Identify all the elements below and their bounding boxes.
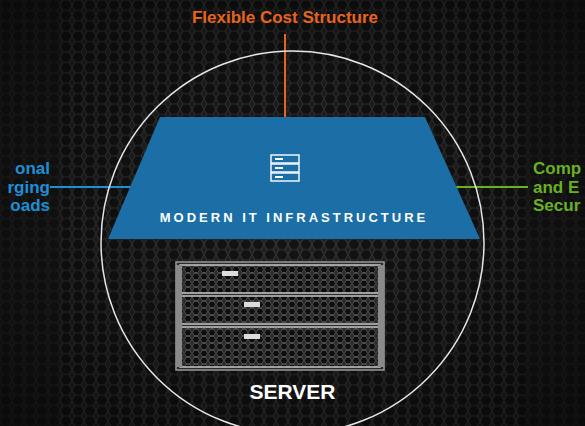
trapezoid-band: MODERN IT INFRASTRUCTURE (108, 117, 480, 239)
server-label: SERVER (100, 380, 485, 403)
server-illustration (176, 262, 384, 370)
workloads-label: onal rging oads (0, 160, 50, 216)
cost-label: Flexible Cost Structure (150, 9, 420, 28)
circle-node: SERVER MODERN IT INFRASTRUCTURE (100, 50, 485, 426)
infrastructure-label: MODERN IT INFRASTRUCTURE (128, 211, 460, 225)
security-label: Comp and E Secur (533, 160, 585, 216)
